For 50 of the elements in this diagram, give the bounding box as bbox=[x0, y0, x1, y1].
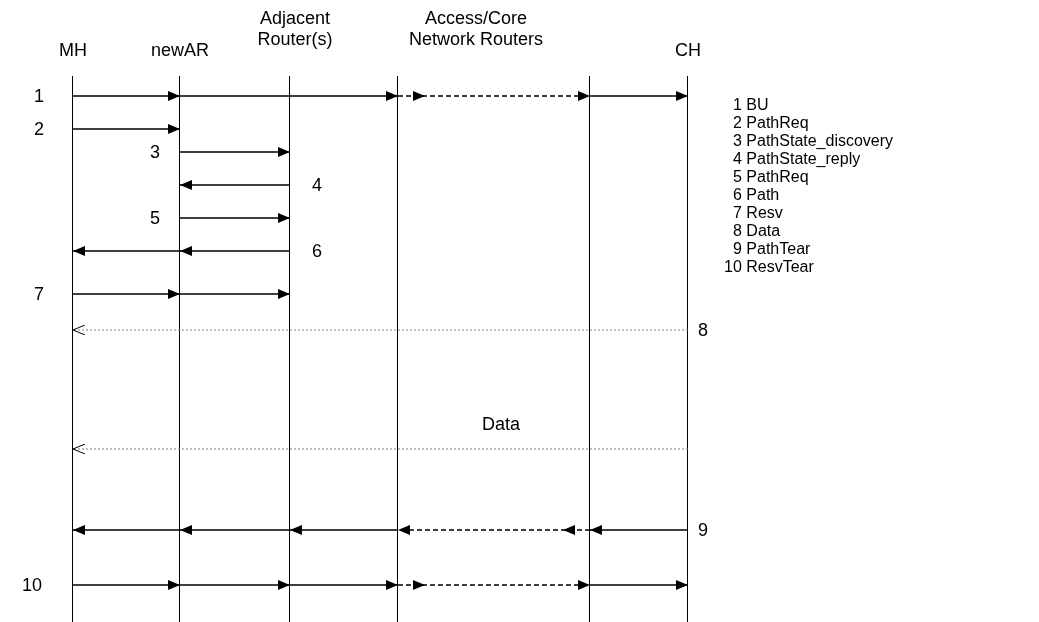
message-arrow bbox=[397, 91, 591, 101]
message-number: 2 bbox=[34, 119, 44, 139]
legend-entry: 10 ResvTear bbox=[724, 258, 814, 276]
message-arrow bbox=[72, 525, 181, 535]
message-arrow bbox=[72, 246, 181, 256]
message-arrow bbox=[179, 246, 291, 256]
message-arrow bbox=[72, 443, 689, 455]
message-arrow bbox=[179, 289, 291, 299]
message-arrow bbox=[179, 147, 291, 157]
legend-entry: 9 PathTear bbox=[733, 240, 811, 258]
message-arrow bbox=[179, 180, 291, 190]
message-arrow bbox=[72, 324, 689, 336]
message-arrow bbox=[72, 289, 181, 299]
message-number: 9 bbox=[698, 520, 708, 540]
legend-entry: 6 Path bbox=[733, 186, 780, 204]
message-arrow bbox=[397, 525, 591, 535]
message-number: 8 bbox=[698, 320, 708, 340]
legend-entry: 3 PathState_discovery bbox=[733, 132, 894, 150]
message-number: 5 bbox=[150, 208, 160, 228]
data-label: Data bbox=[482, 414, 521, 434]
message-number: 7 bbox=[34, 284, 44, 304]
message-arrow bbox=[179, 91, 399, 101]
legend-entry: 4 PathState_reply bbox=[733, 150, 861, 168]
participant-label: MH bbox=[58, 40, 88, 61]
message-arrow bbox=[179, 213, 291, 223]
message-arrow bbox=[72, 91, 181, 101]
message-arrow bbox=[589, 580, 689, 590]
message-number: 4 bbox=[312, 175, 322, 195]
message-arrow bbox=[289, 525, 399, 535]
message-arrow bbox=[589, 525, 689, 535]
participant-label: Adjacent Router(s) bbox=[256, 8, 334, 50]
legend-entry: 7 Resv bbox=[733, 204, 783, 222]
message-number: 3 bbox=[150, 142, 160, 162]
message-arrow bbox=[179, 580, 291, 590]
legend-entry: 1 BU bbox=[733, 96, 769, 114]
message-arrow bbox=[589, 91, 689, 101]
message-arrow bbox=[179, 525, 291, 535]
legend-entry: 2 PathReq bbox=[733, 114, 809, 132]
message-arrow bbox=[397, 580, 591, 590]
message-arrow bbox=[72, 124, 181, 134]
legend-entry: 5 PathReq bbox=[733, 168, 809, 186]
participant-label: Access/Core Network Routers bbox=[407, 8, 544, 50]
message-arrow bbox=[289, 580, 399, 590]
message-arrow bbox=[72, 580, 181, 590]
message-number: 6 bbox=[312, 241, 322, 261]
participant-label: CH bbox=[674, 40, 702, 61]
legend-entry: 8 Data bbox=[733, 222, 781, 240]
participant-label: newAR bbox=[150, 40, 210, 61]
message-number: 1 bbox=[34, 86, 44, 106]
message-number: 10 bbox=[22, 575, 43, 595]
